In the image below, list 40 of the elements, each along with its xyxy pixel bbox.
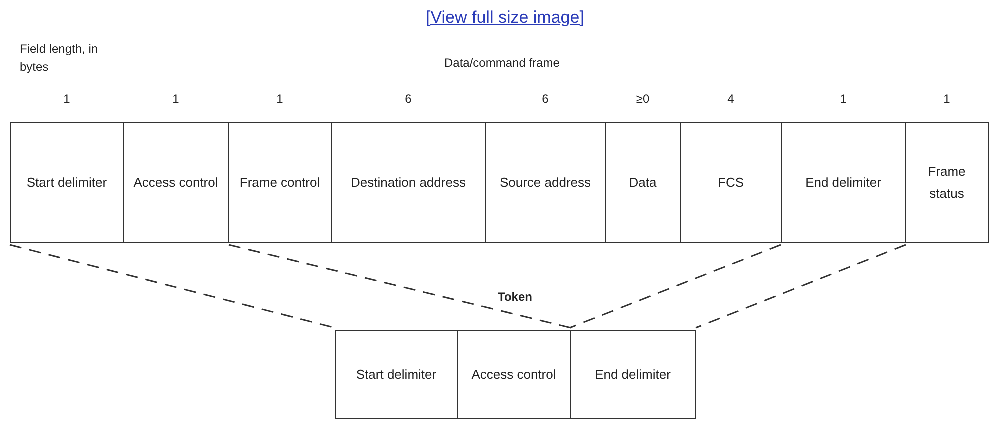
frame-field [331,122,486,243]
token-field [335,330,458,419]
frame-field [680,122,782,243]
field-length-caption: Field length, in bytes [20,41,100,76]
field-length: 4 [726,92,736,106]
view-full-size-link: [View full size image] [426,8,584,28]
field-length: 1 [276,92,284,106]
field-length: 6 [404,92,413,106]
token-field [457,330,571,419]
field-name: Frame status [927,162,967,202]
field-name: Destination address [350,174,467,192]
token-title: Token [498,290,532,304]
field-name: Access control [132,174,220,192]
field-length: 1 [839,92,848,106]
field-length: 1 [62,92,72,106]
field-name: Source address [498,174,592,192]
frame-field [123,122,229,243]
field-name: Start delimiter [355,366,438,384]
dashed-line [696,244,906,329]
field-name: End delimiter [594,366,672,384]
field-name: End delimiter [804,174,882,192]
field-name: Frame control [238,174,322,192]
frame-field [485,122,606,243]
frame-field [228,122,332,243]
field-name: Access control [470,366,558,384]
frame-field [605,122,681,243]
token-field [570,330,696,419]
frame-field [10,122,124,243]
field-name: Data [628,174,658,192]
field-length: 1 [942,92,952,106]
frame-title: Data/command frame [444,56,560,70]
dashed-line [570,244,782,329]
field-length: ≥0 [635,92,651,106]
frame-field [781,122,906,243]
field-length: 6 [541,92,550,106]
frame-field [905,122,989,243]
field-name: FCS [717,174,745,192]
field-length: 1 [172,92,180,106]
field-name: Start delimiter [26,174,108,192]
dashed-line [228,244,572,329]
